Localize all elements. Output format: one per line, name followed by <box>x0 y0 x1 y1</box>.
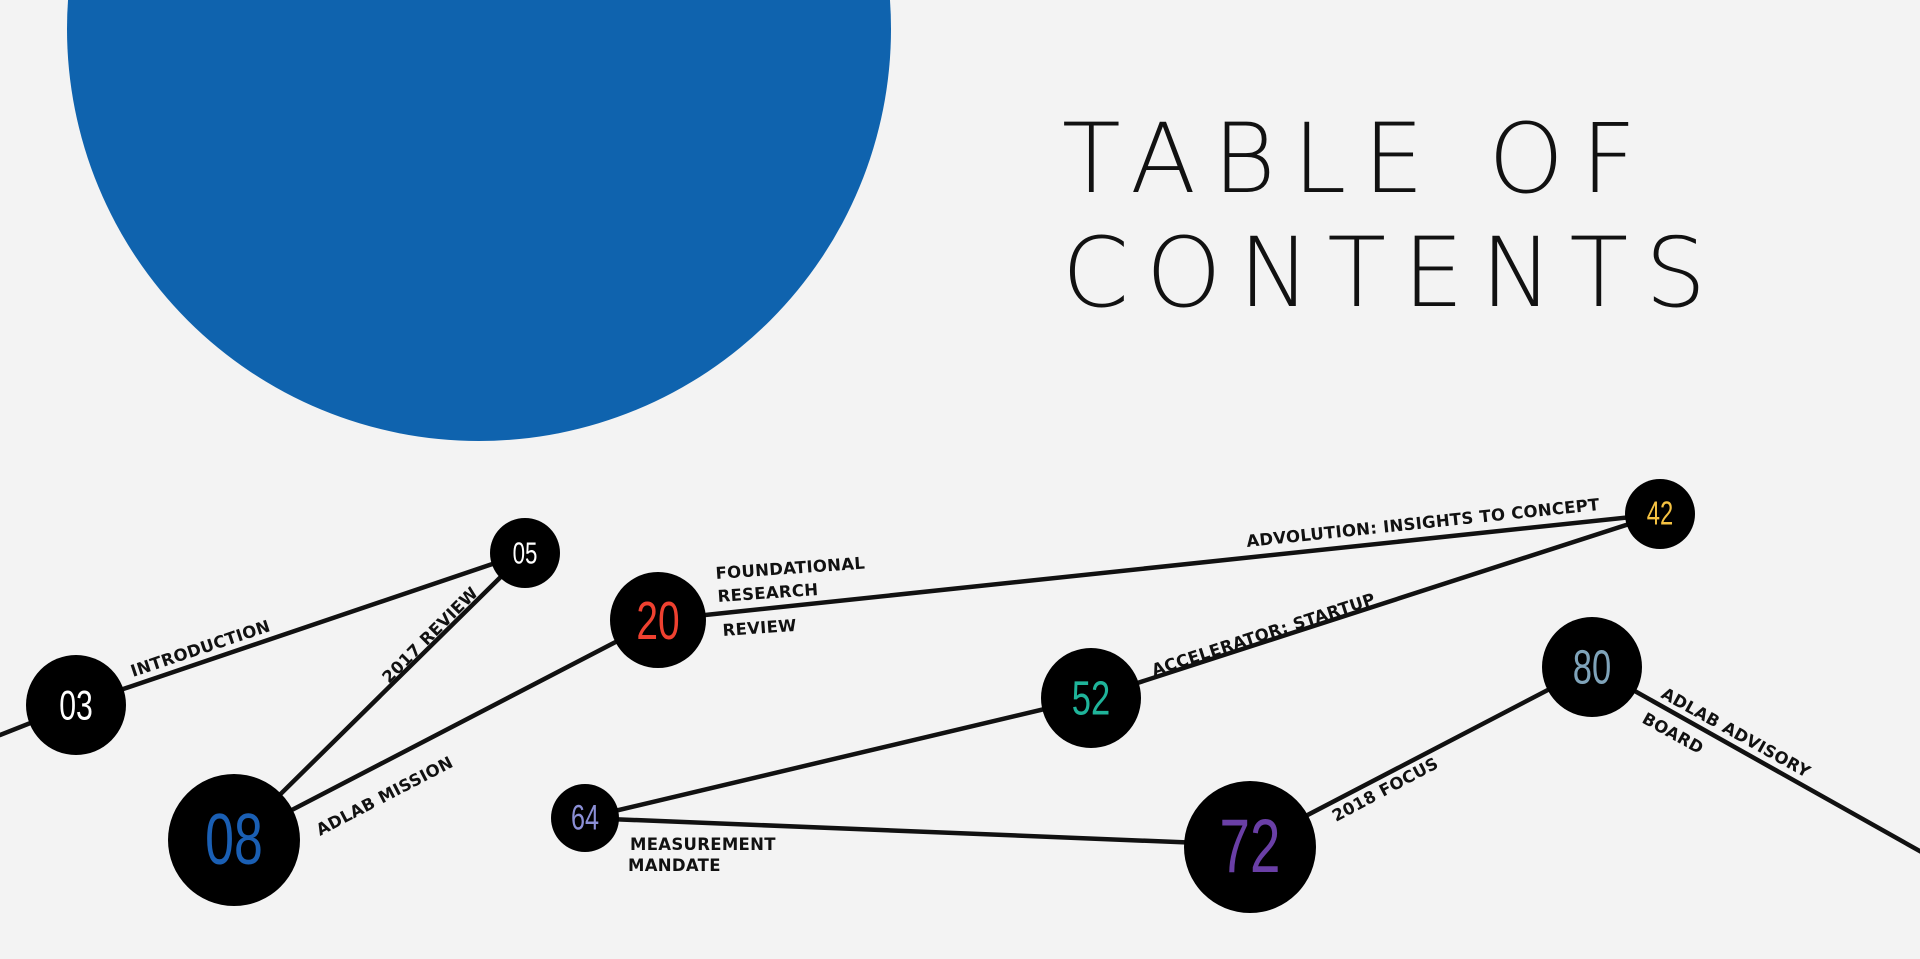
label-foundational-line-3: REVIEW <box>722 616 797 640</box>
node-circle <box>1542 617 1642 717</box>
page-nodes: 03 05 08 20 42 52 <box>26 479 1695 913</box>
connector-line <box>231 617 661 843</box>
label-foundational-line-2: RESEARCH <box>717 580 819 606</box>
label-foundational-line-1: FOUNDATIONAL <box>715 554 866 583</box>
connector-line <box>655 511 1663 623</box>
node-page-number: 52 <box>1072 671 1110 725</box>
node-page-number: 20 <box>636 590 679 651</box>
node-page-03[interactable]: 03 <box>26 655 126 755</box>
node-page-72[interactable]: 72 <box>1184 781 1316 913</box>
node-page-08[interactable]: 08 <box>168 774 300 906</box>
label-accelerator: ACCELERATOR: STARTUP <box>1149 589 1377 679</box>
node-page-05[interactable]: 05 <box>490 518 560 588</box>
node-page-number: 80 <box>1573 640 1611 694</box>
node-circle <box>26 655 126 755</box>
node-page-number: 72 <box>1220 805 1281 890</box>
connector-lines <box>0 511 1920 854</box>
label-adlab-mission: ADLAB MISSION <box>313 753 456 840</box>
connector-line <box>73 550 528 708</box>
node-circle <box>1041 648 1141 748</box>
node-circle <box>551 784 619 852</box>
page-title-line-2: CONTENTS <box>1062 217 1724 329</box>
label-measurement-line-1: MEASUREMENT <box>630 835 776 854</box>
node-page-80[interactable]: 80 <box>1542 617 1642 717</box>
node-page-52[interactable]: 52 <box>1041 648 1141 748</box>
node-page-number: 64 <box>571 798 599 837</box>
label-introduction: INTRODUCTION <box>128 616 272 680</box>
page-title-line-1: TABLE OF <box>1062 103 1654 215</box>
node-circle <box>1625 479 1695 549</box>
node-circle <box>490 518 560 588</box>
label-2018-focus: 2018 FOCUS <box>1329 754 1442 826</box>
page-title: TABLE OF CONTENTS <box>1062 102 1723 330</box>
connector-line <box>231 550 528 843</box>
connector-line <box>1088 511 1663 701</box>
connector-line <box>1589 664 1920 854</box>
node-page-number: 03 <box>59 681 93 728</box>
node-page-number: 42 <box>1647 496 1673 533</box>
label-advolution: ADVOLUTION: INSIGHTS TO CONCEPT <box>1245 495 1601 551</box>
label-measurement-line-2: MANDATE <box>628 856 721 875</box>
node-circle <box>168 774 300 906</box>
node-circle <box>1184 781 1316 913</box>
node-page-64[interactable]: 64 <box>551 784 619 852</box>
node-page-42[interactable]: 42 <box>1625 479 1695 549</box>
connector-line <box>582 695 1094 821</box>
node-page-20[interactable]: 20 <box>610 572 706 668</box>
node-page-number: 08 <box>205 800 263 880</box>
node-page-number: 05 <box>513 536 538 570</box>
node-circle <box>610 572 706 668</box>
connector-line <box>582 815 1253 848</box>
